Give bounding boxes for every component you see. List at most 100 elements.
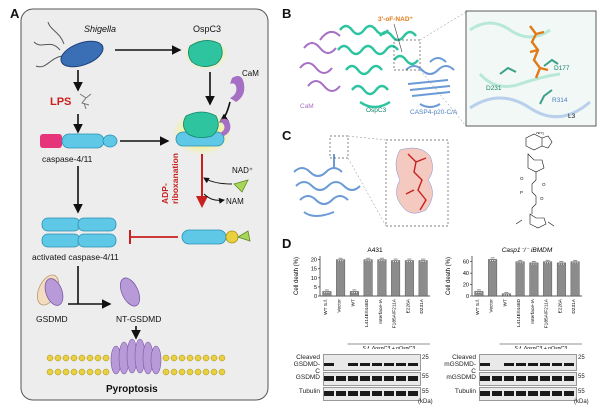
right-ytick-label: 0 xyxy=(466,294,469,300)
right-xtick-label-2: WT xyxy=(502,299,508,307)
kda-left: (kDa) xyxy=(418,399,433,405)
blot-cleaved-gsdmd xyxy=(323,354,421,371)
right-datapoint xyxy=(477,291,480,294)
right-ytick-label: 20 xyxy=(463,283,469,289)
d177-label: D177 xyxy=(554,65,570,72)
caspase-riboxanated-icon xyxy=(181,229,251,245)
cam-label: CaM xyxy=(242,69,259,78)
left-datapoint xyxy=(323,291,326,294)
left-datapoint xyxy=(392,260,395,263)
panel-c-zoom-box xyxy=(329,135,349,159)
left-xtick-label-6: E226A xyxy=(405,298,411,313)
adp-label-2: riboxanation xyxy=(170,153,180,204)
shigella-label: Shigella xyxy=(84,24,116,34)
left-xtick-label-1: Vector xyxy=(337,299,343,313)
d231-label: D231 xyxy=(486,85,502,92)
right-datapoint xyxy=(521,261,524,264)
ntgsdmd-icon xyxy=(119,277,141,307)
lps-molecule-icon xyxy=(79,93,92,110)
right-xtick-label-6: E226A xyxy=(557,298,563,313)
left-chart-ylabel: Cell death (%) xyxy=(294,257,300,295)
right-bar-5 xyxy=(543,261,553,297)
zoom-line-top xyxy=(419,11,467,41)
right-datapoint xyxy=(505,293,508,296)
right-xtick-label-3: L414E/I446D xyxy=(516,298,522,327)
mw-25-left: 25 xyxy=(422,355,429,361)
panel-letter-b: B xyxy=(282,6,292,21)
left-ytick-label: 10 xyxy=(311,276,317,282)
panel-c-zoom-line-bottom xyxy=(347,157,387,227)
left-bar-2 xyxy=(349,291,359,297)
caspase-label: caspase-4/11 xyxy=(42,154,93,164)
ospc3-caspase-complex-icon xyxy=(172,111,232,155)
right-xtick-label-0: WT S.f. xyxy=(475,299,481,315)
zoom-box xyxy=(393,39,421,71)
right-strain-label: S.f. ΔospC3 + pOspC3 xyxy=(514,346,567,349)
right-datapoint xyxy=(491,259,494,262)
right-datapoint xyxy=(530,263,533,266)
left-bar-4 xyxy=(377,259,387,297)
left-datapoint xyxy=(419,260,422,263)
lps-label: LPS xyxy=(50,96,71,108)
nad-triangle-icon xyxy=(233,179,249,193)
left-xtick-label-0: WT S.f. xyxy=(323,299,329,315)
left-bar-5 xyxy=(391,260,401,297)
left-datapoint xyxy=(337,259,340,262)
caspase-structure-icon xyxy=(405,57,455,108)
right-datapoint xyxy=(480,291,483,294)
blot-label-gsdmd: GSDMD xyxy=(295,374,320,381)
left-bar-0 xyxy=(322,291,332,297)
mw-25-right: 25 xyxy=(578,355,585,361)
ntgsdmd-label: NT-GSDMD xyxy=(116,314,161,324)
right-xtick-label-1: Vector xyxy=(489,299,495,313)
right-datapoint xyxy=(544,261,547,264)
right-xtick-label-5: F185A/F211A xyxy=(544,298,550,328)
electron-density-mesh xyxy=(395,147,433,214)
left-ytick-label: 5 xyxy=(314,285,317,291)
left-datapoint xyxy=(355,291,358,294)
left-xtick-label-4: Interface-IA xyxy=(378,298,384,324)
left-datapoint xyxy=(364,259,367,262)
left-xtick-label-3: L414E/I446D xyxy=(364,298,370,327)
blot-label-mgsdmd: mGSDMD xyxy=(446,374,476,381)
svg-text:NH₂: NH₂ xyxy=(536,132,544,135)
left-datapoint xyxy=(383,259,386,262)
cam-structure-label: CaM xyxy=(300,103,314,110)
r314-label: R314 xyxy=(552,97,568,104)
left-datapoint xyxy=(378,259,381,262)
left-datapoint xyxy=(353,291,356,294)
right-datapoint xyxy=(507,293,510,296)
right-datapoint xyxy=(548,261,551,264)
left-datapoint xyxy=(341,259,344,262)
panel-c-zoom-line-top xyxy=(347,135,387,141)
left-datapoint xyxy=(396,260,399,263)
left-datapoint xyxy=(424,260,427,263)
nad-label: NAD⁺ xyxy=(232,166,253,175)
panel-letter-a: A xyxy=(10,6,20,21)
right-datapoint xyxy=(576,261,579,264)
left-datapoint xyxy=(328,291,331,294)
mw-55a-left: 55 xyxy=(422,374,429,380)
right-datapoint xyxy=(571,261,574,264)
casp-structure-label: CASP4-p20-C/A xyxy=(410,109,458,116)
right-chart-title: Casp1⁻/⁻ iBMDM xyxy=(502,247,553,254)
left-datapoint xyxy=(408,260,411,263)
svg-text:P: P xyxy=(520,190,523,195)
membrane-pore-icon xyxy=(46,338,226,376)
panel-letter-c: C xyxy=(282,128,292,143)
gsdmd-label: GSDMD xyxy=(36,314,68,324)
svg-text:O: O xyxy=(540,196,544,201)
left-bar-7 xyxy=(418,260,428,297)
ligand-pointer xyxy=(393,23,403,53)
mw-55b-right: 55 xyxy=(578,389,585,395)
left-datapoint xyxy=(339,259,342,262)
left-xtick-label-2: WT xyxy=(350,299,356,307)
left-datapoint xyxy=(325,291,328,294)
left-xtick-label-5: F185A/F211A xyxy=(392,298,398,328)
left-bar-6 xyxy=(404,260,414,297)
ligand-label: 3'-oF-NAD⁺ xyxy=(378,16,414,23)
right-bar-0 xyxy=(474,291,484,297)
mw-55a-right: 55 xyxy=(578,374,585,380)
